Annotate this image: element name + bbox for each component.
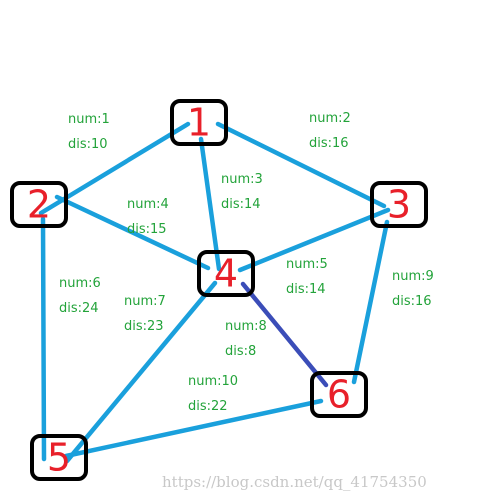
edge-1-4-num-label: num:3	[221, 172, 263, 187]
node-2-box	[10, 181, 68, 228]
node-4: 4	[197, 250, 255, 297]
edge-1-2-dis-label: dis:10	[68, 137, 108, 152]
edge-5-6	[63, 398, 324, 459]
edge-1-4-dis-label: dis:14	[221, 197, 261, 212]
edge-2-4-num-label: num:4	[127, 197, 169, 212]
node-1: 1	[170, 99, 228, 146]
edge-2-5-num-label: num:6	[59, 276, 101, 291]
edge-2-4	[54, 194, 211, 271]
node-4-box	[197, 250, 255, 297]
edge-1-3-num-label: num:2	[309, 111, 351, 126]
node-4-label: 4	[214, 252, 238, 296]
edge-3-6	[351, 219, 390, 385]
edge-5-6-num-label: num:10	[188, 374, 238, 389]
edge-4-6	[240, 281, 329, 388]
node-6-label: 6	[327, 373, 351, 417]
node-1-box	[170, 99, 228, 146]
edge-2-5	[40, 216, 47, 462]
edge-5-6-dis-label: dis:22	[188, 399, 228, 414]
edge-3-6-dis-label: dis:16	[392, 294, 432, 309]
node-2-label: 2	[27, 183, 51, 227]
edge-3-4-num-label: num:5	[286, 257, 328, 272]
edge-4-5-num-label: num:7	[124, 294, 166, 309]
node-5: 5	[30, 434, 88, 481]
edge-4-6-dis-label: dis:8	[225, 344, 256, 359]
node-5-label: 5	[47, 436, 71, 480]
edges-layer	[38, 121, 391, 464]
node-3: 3	[370, 181, 428, 228]
edge-1-3	[215, 121, 387, 209]
edge-2-4-dis-label: dis:15	[127, 222, 167, 237]
edge-3-6-num-label: num:9	[392, 269, 434, 284]
edge-3-4	[237, 207, 391, 273]
edge-labels-layer: num:1 dis:10 num:2 dis:16 num:3 dis:14 num:4 di…	[59, 111, 434, 414]
edge-3-4-dis-label: dis:14	[286, 282, 326, 297]
edge-4-5	[64, 280, 218, 464]
node-3-box	[370, 181, 428, 228]
edge-1-2-num-label: num:1	[68, 112, 110, 127]
node-1-label: 1	[187, 101, 211, 145]
nodes-layer: 1 2 3 4 5 6	[10, 99, 428, 481]
node-2: 2	[10, 181, 68, 228]
node-6-box	[310, 371, 368, 418]
edge-1-4	[198, 136, 222, 272]
node-5-box	[30, 434, 88, 481]
watermark-text: https://blog.csdn.net/qq_41754350	[162, 473, 427, 491]
node-6: 6	[310, 371, 368, 418]
edge-4-5-dis-label: dis:23	[124, 319, 164, 334]
edge-4-6-num-label: num:8	[225, 319, 267, 334]
node-3-label: 3	[387, 183, 411, 227]
edge-1-3-dis-label: dis:16	[309, 136, 349, 151]
edge-2-5-dis-label: dis:24	[59, 301, 99, 316]
